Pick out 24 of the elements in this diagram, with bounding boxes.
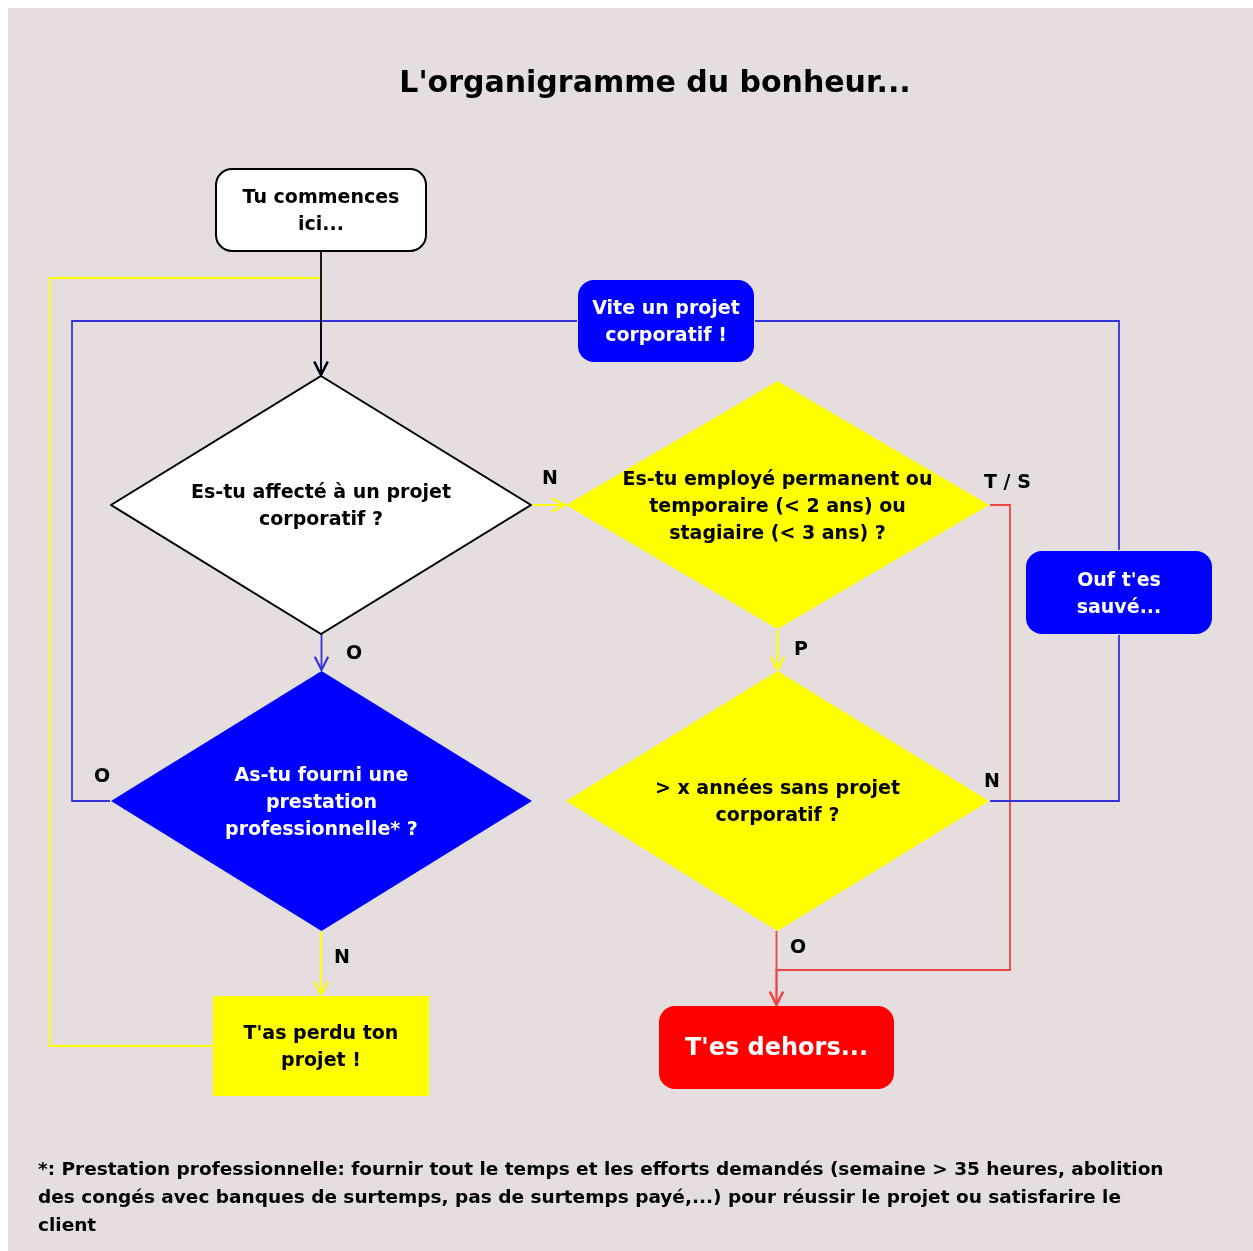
rounded-box <box>215 168 427 252</box>
node-text: Ouf t'es sauvé... <box>1075 566 1163 619</box>
diagram-title: L'organigramme du bonheur... <box>398 64 912 99</box>
rounded-box <box>577 279 755 363</box>
connector-arrow <box>531 497 567 513</box>
node-text: Es-tu affecté à un projet corporatif ? <box>190 479 452 531</box>
decision-diamond <box>110 670 533 932</box>
node-text: Tu commences ici... <box>241 184 401 236</box>
node-text: Vite un projet corporatif ! <box>591 295 741 347</box>
connector-arrow <box>769 629 786 672</box>
connector-arrow <box>313 931 329 997</box>
process-box <box>212 995 430 1097</box>
connector-arrow <box>313 251 329 377</box>
rounded-box <box>658 1005 895 1090</box>
decision-diamond <box>110 375 532 635</box>
node-text: T'as perdu ton projet ! <box>242 1020 400 1072</box>
connector-arrow <box>313 634 330 672</box>
node-text: T'es dehors... <box>683 1034 870 1061</box>
node-text: > x années sans projet corporatif ? <box>653 775 902 827</box>
rounded-box <box>1025 550 1213 635</box>
footnote: *: Prestation professionnelle: fournir tout le temps et les efforts demandés (semaine > 35 heures, abolition des congés avec banques de surtemps, pas de surtemps payé,...) pour réussir le projet ou satisfarire le client <box>38 1157 1165 1237</box>
node-text: As-tu fourni une prestation professionnelle* ? <box>224 761 419 841</box>
node-text: Es-tu employé permanent ou temporaire (< 2 ans) ou stagiaire (< 3 ans) ? <box>621 465 934 545</box>
connector-arrow <box>768 931 785 1007</box>
